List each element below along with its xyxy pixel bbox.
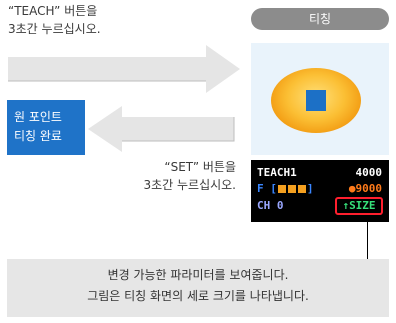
lcd-bar-segment [287,185,296,193]
lcd-teach-label: TEACH1 [257,166,297,179]
lcd-f-row: F [] [257,182,314,195]
lcd-bar-segment [277,185,286,193]
target-square [306,90,326,111]
callout-connector-line [367,222,368,259]
lcd-bar-segment [297,185,306,193]
instruction-set: “SET” 버튼을 3초간 누르십시오. [143,160,236,192]
size-indicator: ↑SIZE [335,197,383,215]
lcd-display: TEACH1 4000 F [] ●9000 CH 0 ↑SIZE [251,160,389,222]
size-label: SIZE [349,199,376,212]
right-arrow-graphic [8,45,240,93]
teaching-screen-title: 티칭 [251,8,389,30]
size-arrow-icon: ↑ [342,199,350,212]
lcd-channel: CH 0 [257,199,284,212]
one-point-teaching-complete: 원 포인트 티칭 완료 [7,100,85,155]
lcd-marker-icon: ● [348,182,356,195]
instruction-teach: “TEACH” 버튼을 3초간 누르십시오. [8,4,101,36]
lcd-f-label: F [ [257,182,277,195]
lcd-f-value-group: ●9000 [349,182,382,195]
lcd-teach-value: 4000 [355,166,383,179]
teaching-preview [251,43,389,155]
left-arrow-graphic [88,106,235,152]
explanation-note: 변경 가능한 파라미터를 보여줍니다. 그림은 티칭 화면의 세로 크기를 나타… [7,259,389,317]
lcd-f-value: 9000 [355,182,383,195]
lcd-f-close: ] [306,182,314,195]
